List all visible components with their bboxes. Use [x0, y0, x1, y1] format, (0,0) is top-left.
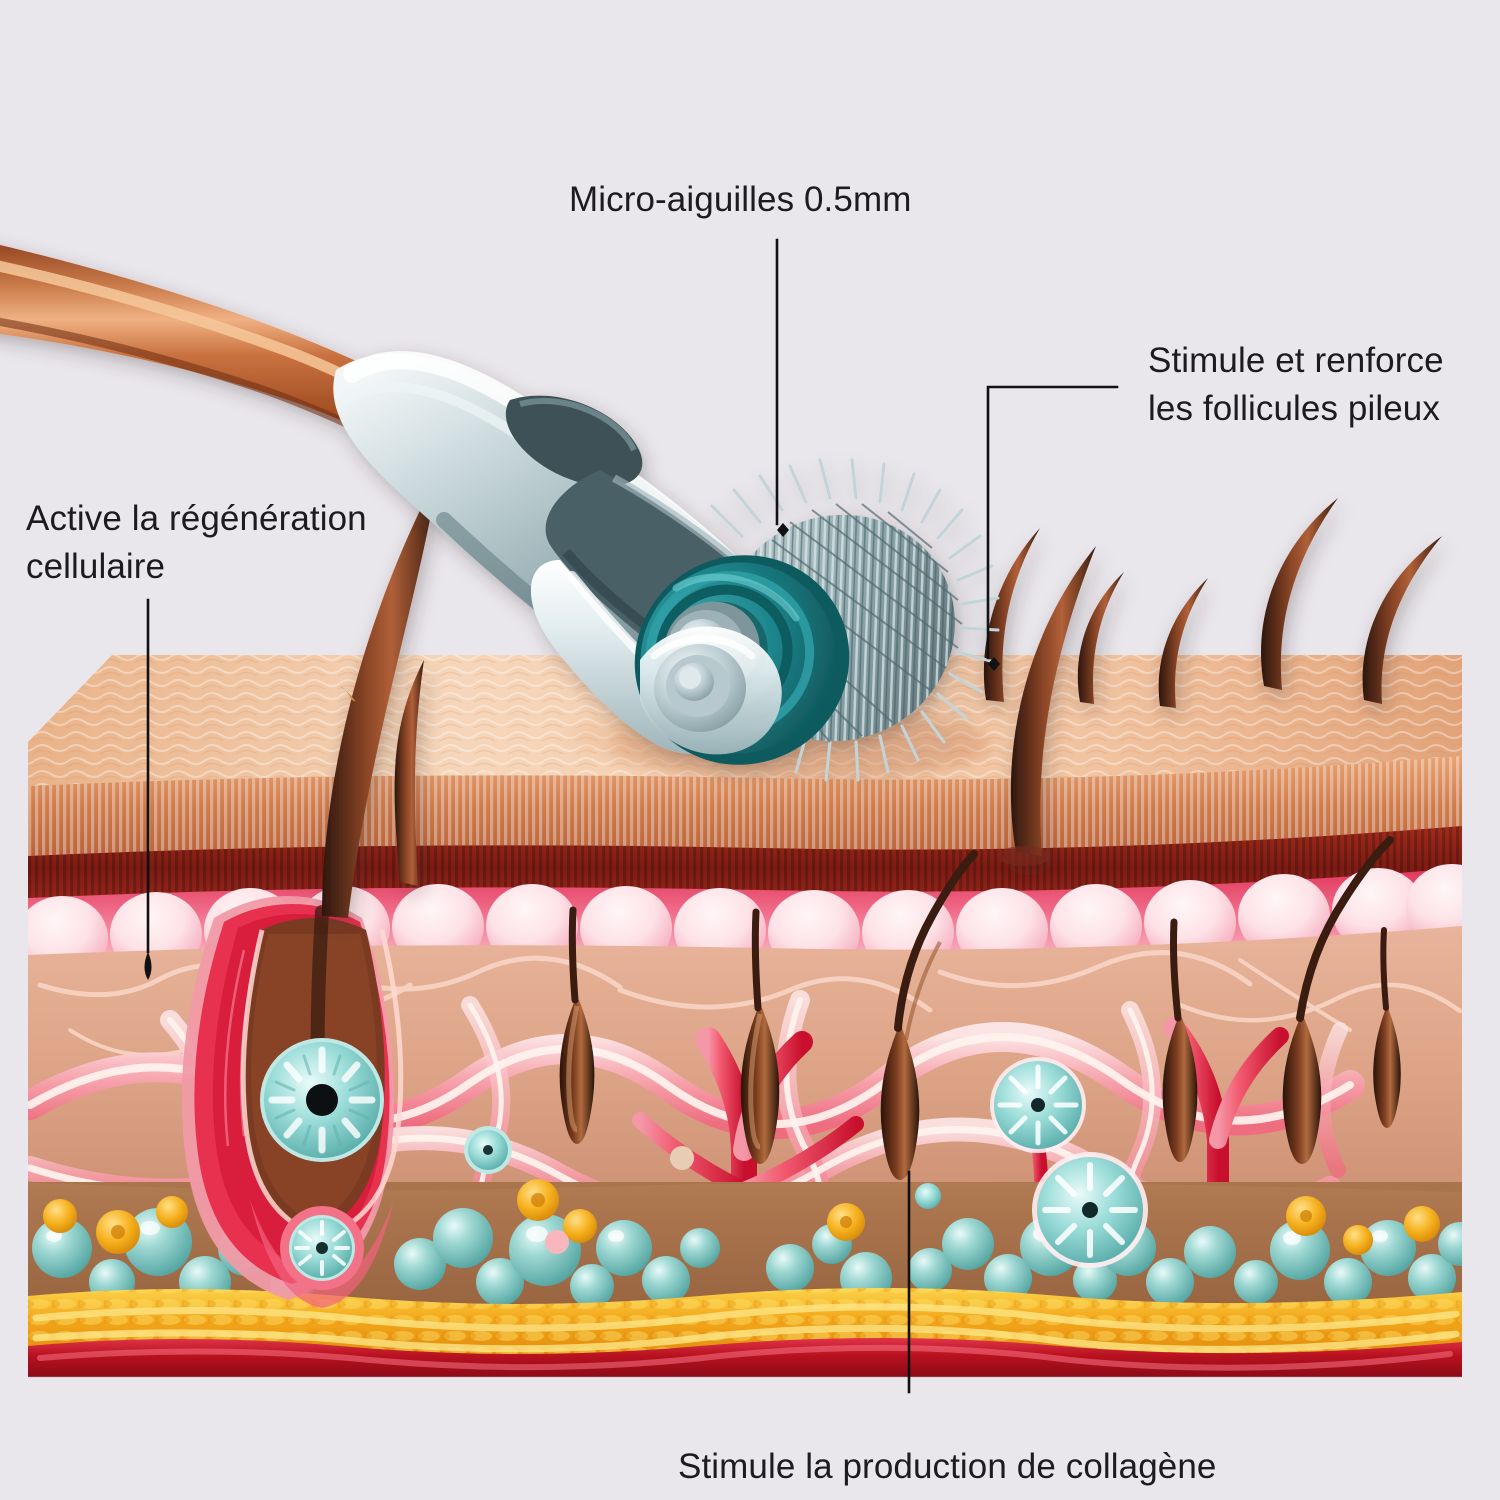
label-collagen-production: Stimule la production de collagène — [678, 1447, 1217, 1486]
fat-globules — [32, 1208, 1462, 1308]
deep-hair-follicles — [559, 836, 1401, 1180]
hair-shaft — [322, 474, 438, 918]
immune-cells — [43, 1179, 1440, 1255]
label-hair-follicles: Stimule et renforce les follicules pileu… — [1148, 341, 1444, 429]
main-hair-follicle-cross-section — [181, 896, 404, 1308]
surface-hairs — [322, 474, 1442, 918]
leader-lines — [144, 238, 1119, 1394]
sweat-glands — [464, 1057, 1148, 1268]
label-micro-needles: Micro-aiguilles 0.5mm — [569, 180, 912, 219]
deep-vessel-band — [28, 1338, 1462, 1377]
label-cell-regeneration: Active la régénération cellulaire — [26, 499, 367, 587]
derma-roller — [0, 244, 1000, 782]
sebaceous-gland — [260, 1038, 384, 1162]
skin-block — [28, 655, 1462, 1378]
leader-follicles — [986, 385, 1119, 660]
